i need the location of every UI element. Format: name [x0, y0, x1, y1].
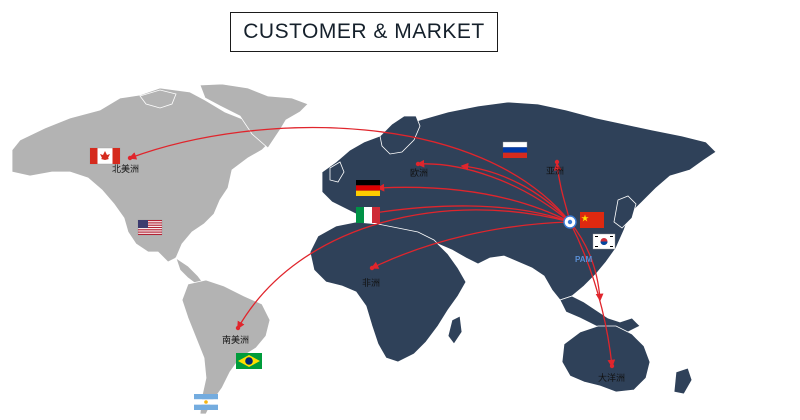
africa-shape: [309, 221, 467, 363]
company-mark: PAM: [575, 255, 593, 264]
dot-asia: [554, 159, 560, 165]
arctic-islands-shape: [139, 89, 177, 109]
flag-usa: [137, 219, 163, 236]
region-labels: 北美洲 欧洲 亚洲 非洲 南美洲 大洋洲: [112, 163, 625, 384]
greenland-shape: [199, 83, 309, 149]
route-to-russia: [460, 162, 571, 223]
eastern-hemisphere-landmass: [309, 101, 717, 395]
label-oceania: 大洋洲: [598, 372, 625, 384]
dot-north-america: [127, 155, 133, 161]
route-to-africa: [370, 221, 571, 269]
title-box: CUSTOMER & MARKET: [230, 12, 498, 52]
label-asia: 亚洲: [546, 166, 564, 177]
central-america-shape: [175, 257, 205, 285]
route-arrows: [128, 126, 616, 368]
map-title: CUSTOMER & MARKET: [243, 20, 485, 43]
madagascar-shape: [447, 315, 463, 345]
flag-china: [580, 212, 604, 228]
flag-canada: [89, 147, 121, 165]
north-america-shape: [11, 87, 271, 263]
label-europe: 欧洲: [410, 167, 428, 179]
americas-landmass: [11, 83, 309, 415]
route-to-germany: [376, 183, 571, 223]
dot-europe: [415, 161, 421, 167]
new-zealand-shape: [673, 367, 693, 395]
south-america-shape: [181, 279, 271, 415]
route-to-southeast-asia: [569, 221, 604, 302]
flag-russia: [502, 141, 528, 158]
route-to-europe: [416, 159, 571, 223]
label-south-america: 南美洲: [222, 334, 249, 346]
japan-shape: [613, 195, 637, 229]
label-north-america: 北美洲: [112, 163, 139, 175]
route-to-north-america: [128, 126, 571, 223]
route-to-south-america: [237, 209, 571, 330]
route-to-italy: [366, 205, 571, 223]
dot-oceania: [609, 363, 615, 369]
label-africa: 非洲: [362, 277, 380, 289]
route-to-oceania: [569, 221, 616, 368]
company-origin-marker: PAM: [563, 215, 593, 264]
dot-south-america: [235, 325, 241, 331]
flag-italy: [356, 207, 380, 223]
australia-shape: [561, 325, 651, 393]
southeast-asia-shape: [559, 295, 641, 333]
flag-south-korea: [592, 233, 616, 250]
dot-africa: [369, 265, 375, 271]
location-dots: [127, 155, 615, 369]
britain-shape: [329, 161, 345, 183]
flag-germany: [356, 180, 380, 196]
flag-argentina: [194, 394, 218, 410]
flag-brazil: [236, 353, 262, 369]
